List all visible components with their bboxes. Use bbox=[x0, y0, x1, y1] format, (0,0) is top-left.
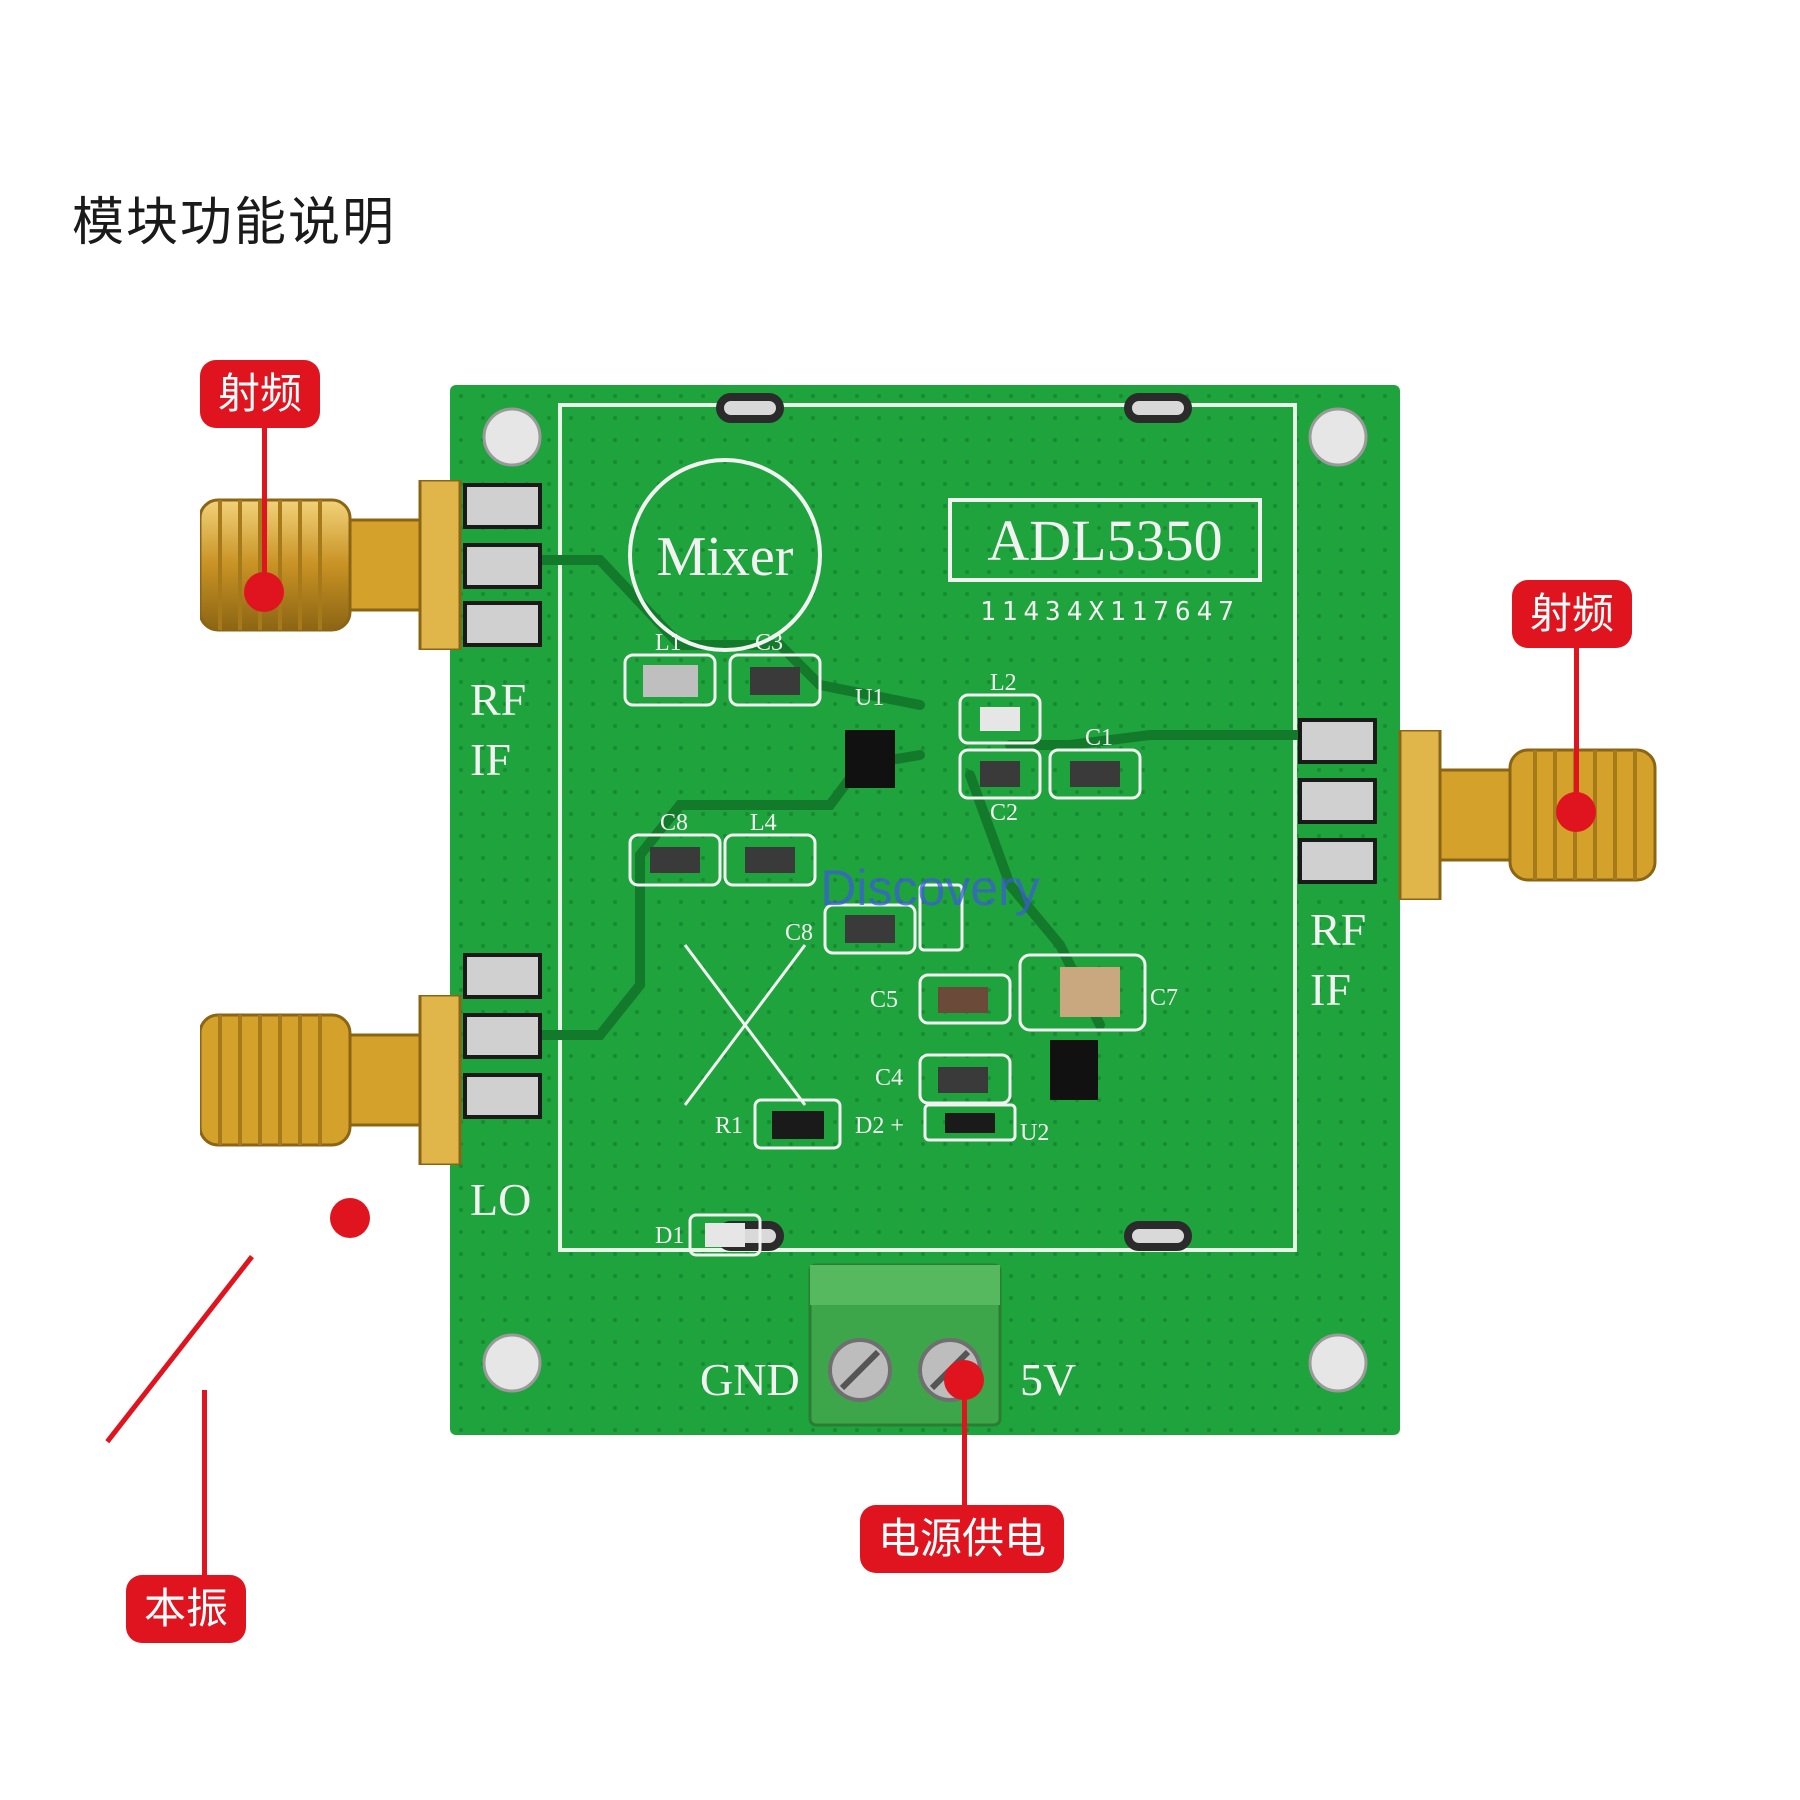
ref-d2: D2 + bbox=[855, 1113, 904, 1139]
callout-dot bbox=[330, 1198, 370, 1238]
chip-name: ADL5350 bbox=[987, 508, 1222, 573]
mounting-hole bbox=[1308, 407, 1368, 467]
ref-r1: R1 bbox=[715, 1113, 743, 1139]
sma-connector-rf-left bbox=[200, 480, 462, 650]
ref-u2: U2 bbox=[1020, 1120, 1049, 1146]
mounting-hole bbox=[1308, 1333, 1368, 1393]
power-tag: 电源供电 bbox=[860, 1505, 1065, 1573]
ref-c1: C1 bbox=[1085, 725, 1113, 751]
sma-connector-lo bbox=[200, 995, 462, 1165]
ref-d1: D1 bbox=[655, 1223, 684, 1249]
lo-label: LO bbox=[470, 1174, 531, 1225]
mixer-logo: Mixer bbox=[657, 526, 794, 588]
v5-label: 5V bbox=[1020, 1354, 1076, 1405]
power-terminal-block bbox=[808, 1263, 1002, 1427]
ref-l2: L2 bbox=[990, 670, 1017, 696]
rf-right-tag: 射频 bbox=[1512, 580, 1633, 648]
serial-number: 11434X117647 bbox=[980, 597, 1240, 627]
ref-c2: C2 bbox=[990, 800, 1018, 826]
leader-line bbox=[962, 1380, 967, 1505]
ref-c8b: C8 bbox=[785, 920, 813, 946]
callout-dot bbox=[244, 572, 284, 612]
rf-left-label: RF bbox=[470, 674, 526, 725]
lo-tag: 本振 bbox=[126, 1575, 247, 1643]
gnd-label: GND bbox=[700, 1354, 800, 1405]
page-title: 模块功能说明 bbox=[72, 193, 397, 253]
rf-right-label: RF bbox=[1310, 904, 1366, 955]
ref-l4: L4 bbox=[750, 810, 777, 836]
leader-line bbox=[105, 1255, 254, 1444]
ref-c5: C5 bbox=[870, 987, 898, 1013]
leader-line bbox=[1574, 645, 1579, 805]
watermark-text: Discovery bbox=[820, 860, 1039, 916]
ref-c8a: C8 bbox=[660, 810, 688, 836]
ref-c4: C4 bbox=[875, 1065, 903, 1091]
ref-c3: C3 bbox=[755, 630, 783, 656]
mounting-hole bbox=[482, 1333, 542, 1393]
pcb-board: Mixer ADL5350 11434X117647 RF IF RF IF L… bbox=[450, 385, 1400, 1435]
ref-u1: U1 bbox=[855, 685, 884, 711]
if-right-label: IF bbox=[1310, 964, 1351, 1015]
callout-dot bbox=[1556, 792, 1596, 832]
if-left-label: IF bbox=[470, 734, 511, 785]
ref-c7: C7 bbox=[1150, 985, 1178, 1011]
rf-top-left-tag: 射频 bbox=[200, 360, 321, 428]
sma-connector-rf-right bbox=[1398, 730, 1657, 900]
mounting-hole bbox=[482, 407, 542, 467]
ref-l1: L1 bbox=[655, 630, 682, 656]
leader-line bbox=[202, 1390, 207, 1590]
leader-line bbox=[262, 425, 267, 585]
